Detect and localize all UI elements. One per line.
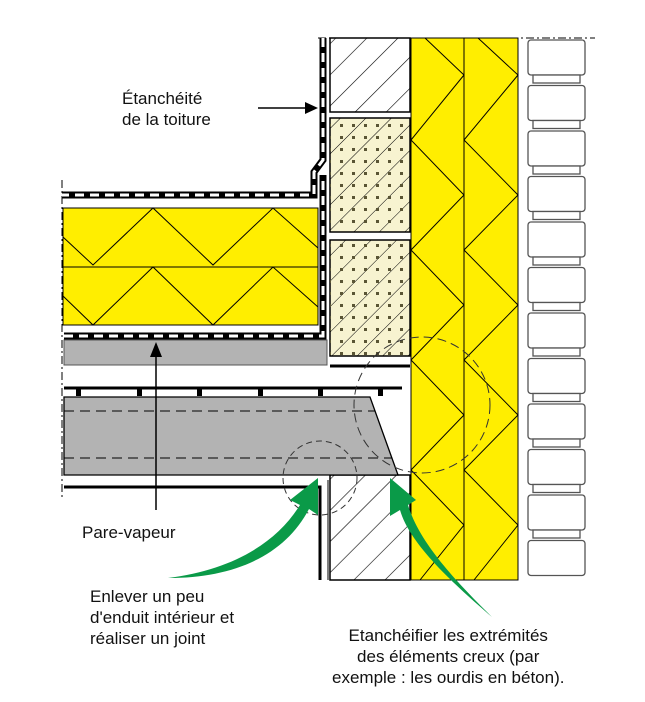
mortar-joint [532,301,581,312]
label-vapor-barrier: Pare-vapeur [82,523,176,542]
brick [527,357,586,395]
brick-facade [527,39,586,577]
hollow-block-lower [329,239,411,357]
mortar-joint [532,392,581,403]
label-joint: Enlever un peu d'enduit intérieur et réa… [90,586,234,649]
masonry-block-top [329,37,411,113]
vapor-barrier-membrane [64,175,327,340]
label-line: réaliser un joint [90,629,206,648]
brick [527,494,586,531]
mortar-joint [532,256,581,266]
label-line: des éléments creux (par [357,647,540,666]
label-roof-waterproofing: Étanchéité de la toiture [122,88,211,130]
mortar-joint [532,210,581,221]
brick [527,175,586,213]
mortar-joint [532,438,581,448]
brick [527,39,586,76]
mortar-joint [532,119,581,130]
interior-plaster [64,485,322,580]
brick [527,448,586,486]
brick [527,84,586,122]
hollow-block-upper [329,117,411,233]
mortar-joint [532,165,581,175]
mortar-joint [532,347,581,357]
brick [527,539,586,577]
label-line: Etanchéifier les extrémités [348,626,548,645]
detail-circle-joint [282,440,358,516]
brick [527,130,586,167]
roof-waterproofing-pointer [258,102,318,114]
mortar-joint [532,74,581,84]
roof-waterproofing-membrane [62,38,327,199]
label-line: exemple : les ourdis en béton). [332,668,565,687]
roof-insulation [62,207,319,326]
wall-insulation [410,37,519,581]
ends-arrow [390,478,492,617]
ceiling-rail [64,386,402,396]
brick [527,221,586,258]
brick [527,403,586,440]
hollow-floor-slab [63,396,399,476]
label-line: de la toiture [122,110,211,129]
concrete-screed [63,339,328,366]
label-line: Enlever un peu [90,587,205,606]
joint-arrow [168,478,318,578]
detail-circle-ends [353,336,491,474]
label-line: Étanchéité [122,89,203,108]
vapor-barrier-pointer [150,342,162,510]
mortar-joint [532,483,581,494]
brick [527,266,586,304]
label-line: d'enduit intérieur et [90,608,235,627]
mortar-joint [532,529,581,539]
brick [527,312,586,349]
label-ends: Etanchéifier les extrémités des éléments… [332,625,564,688]
